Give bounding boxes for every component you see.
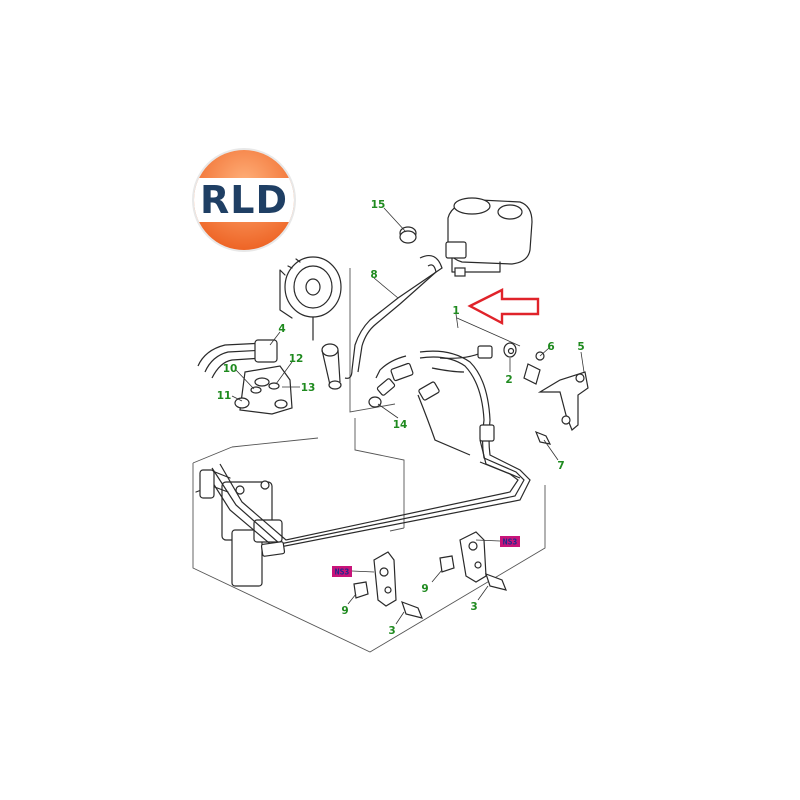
callout-9-middle: 9: [421, 583, 428, 595]
callout-14: 14: [393, 419, 408, 431]
leader-lines: [231, 207, 585, 625]
callout-9-left: 9: [341, 605, 348, 617]
ns3-tag-left: NS3: [332, 566, 352, 577]
callout-4: 4: [278, 323, 285, 335]
ns3-tag-right-label: NS3: [503, 538, 518, 547]
lower-brackets: [353, 531, 507, 619]
mounting-bracket: [523, 351, 589, 445]
callout-8: 8: [370, 269, 377, 281]
seal-fitting: [368, 378, 396, 408]
rld-logo: RLD: [192, 148, 296, 252]
callout-13: 13: [301, 382, 316, 394]
callout-2: 2: [505, 374, 512, 386]
callout-10: 10: [223, 363, 238, 375]
pressure-pipe-assembly: [199, 345, 531, 557]
vehicle-frame-outline: [192, 268, 546, 653]
ns3-tag-right: NS3: [500, 536, 520, 547]
pipe-clamp: [503, 342, 517, 358]
hose-clamp: [399, 226, 417, 244]
fluid-reservoir: [445, 197, 533, 277]
pointer-arrow: [467, 288, 540, 325]
callout-15: 15: [371, 199, 386, 211]
callout-11: 11: [217, 390, 232, 402]
callout-3-left: 3: [388, 625, 395, 637]
return-hose: [321, 255, 443, 390]
callout-1: 1: [452, 305, 459, 317]
ns3-tag-left-label: NS3: [335, 568, 350, 577]
callout-numbers: 15 8 1 4 12 10 13 11 14 2 6 5 7 9 9 3 3: [217, 199, 585, 637]
pump-outlet-fitting: [197, 339, 293, 415]
callout-3-right: 3: [470, 601, 477, 613]
logo-text: RLD: [200, 178, 288, 222]
callout-12: 12: [289, 353, 304, 365]
callout-6: 6: [547, 341, 554, 353]
callout-5: 5: [577, 341, 584, 353]
callout-7: 7: [557, 460, 564, 472]
pump-pulley: [279, 256, 342, 341]
